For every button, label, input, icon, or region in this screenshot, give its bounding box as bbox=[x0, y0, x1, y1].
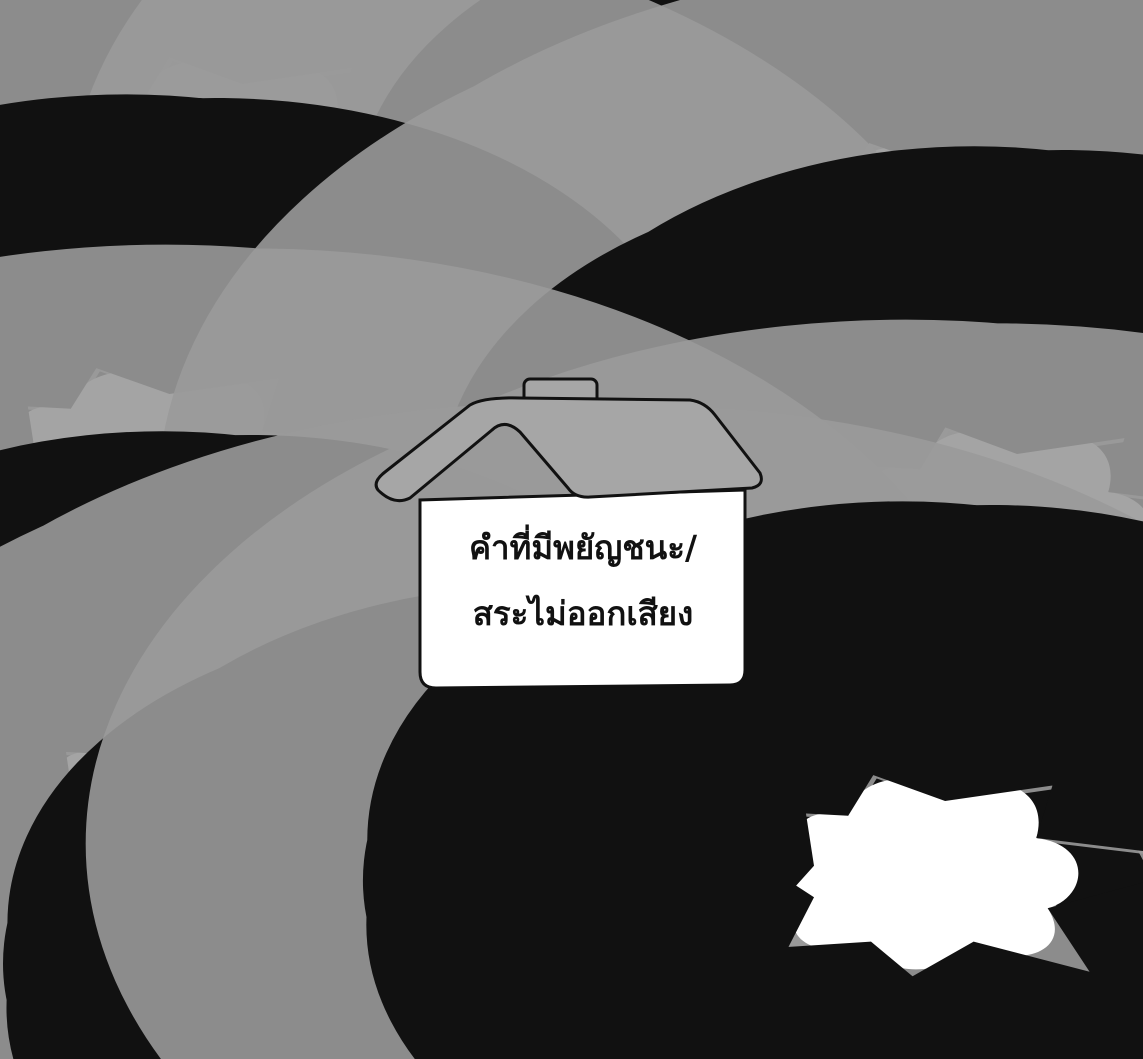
house-roof bbox=[374, 396, 763, 503]
house-body bbox=[418, 488, 747, 690]
house-label-line2: สระไม่ออกเสียง bbox=[472, 594, 694, 633]
house-label-line1: คำที่มีพยัญชนะ/ bbox=[468, 528, 698, 567]
house-label: คำที่มีพยัญชนะ/ สระไม่ออกเสียง bbox=[420, 515, 746, 647]
house bbox=[374, 377, 763, 690]
